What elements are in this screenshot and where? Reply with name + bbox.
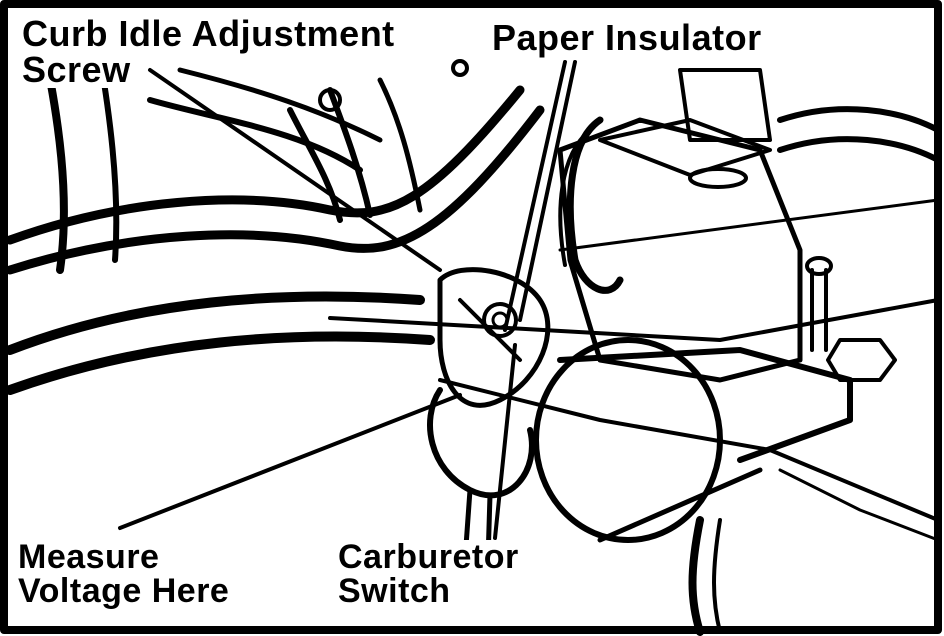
linkage-c <box>377 77 423 213</box>
solenoid-wire2 <box>712 518 722 634</box>
leader-carburetor <box>493 343 517 540</box>
carb-bolt-stem <box>810 268 828 352</box>
deck-edge <box>558 198 940 252</box>
label-curb-idle-line2: Screw <box>22 49 131 90</box>
linkage-nut2 <box>451 59 469 77</box>
label-curb-idle-line1: Curb Idle Adjustment <box>22 13 395 54</box>
linkage-nut <box>318 88 342 112</box>
label-carburetor-line1: Carburetor <box>338 538 519 576</box>
deck-right <box>778 468 940 542</box>
solenoid-wire <box>688 516 704 636</box>
label-measure-line1: Measure <box>18 538 160 576</box>
hose-mid-outer <box>5 291 425 355</box>
solenoid-bottom <box>597 467 763 543</box>
label-carburetor-line2: Switch <box>338 572 451 610</box>
solenoid-face <box>533 337 723 543</box>
hose-top2 <box>177 67 383 143</box>
bracket2 <box>558 128 592 267</box>
hose-mid-inner <box>5 331 435 395</box>
carb-bolt-head <box>805 256 833 276</box>
switch-body <box>437 267 551 408</box>
linkage-a <box>287 107 343 223</box>
right-hose2 <box>777 136 941 163</box>
carb-hex-nut <box>826 338 897 382</box>
leader-paper-2 <box>518 60 577 322</box>
hose-top <box>147 97 363 173</box>
leader-paper-1 <box>503 60 567 332</box>
solenoid-top <box>557 347 853 463</box>
carb-tube <box>678 68 772 142</box>
switch-screw <box>482 302 518 338</box>
carb-port <box>688 167 748 189</box>
leader-measure <box>118 393 462 530</box>
label-paper-insulator: Paper Insulator <box>492 17 762 58</box>
carb-body <box>557 117 803 383</box>
deck-line <box>328 298 940 342</box>
carb-top-plate <box>598 118 772 177</box>
hose-upper-outer <box>5 85 525 245</box>
label-measure-line2: Voltage Here <box>18 572 230 610</box>
bracket <box>566 116 624 294</box>
linkage-b <box>327 87 373 218</box>
right-hose <box>777 106 941 133</box>
switch-plunger <box>458 298 522 362</box>
leader-curb-idle <box>148 68 442 272</box>
deck-lower <box>438 378 940 522</box>
